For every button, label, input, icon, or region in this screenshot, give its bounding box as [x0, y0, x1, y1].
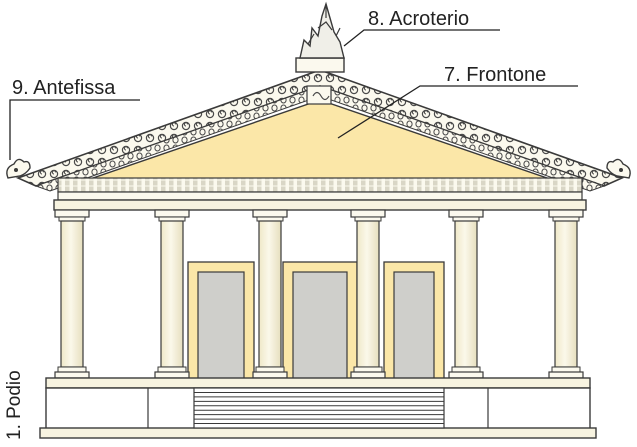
- acroterion-base: [295, 57, 345, 73]
- architrave-band: [53, 199, 587, 211]
- apex-ornament: [306, 85, 332, 105]
- antefix-right: [606, 158, 631, 179]
- door: [282, 261, 358, 381]
- column: [154, 209, 190, 379]
- column: [448, 209, 484, 379]
- frontone-leader: [337, 85, 578, 139]
- podium-top-slab: [45, 377, 591, 389]
- frieze-band: [57, 191, 583, 201]
- stair-block: [193, 387, 445, 429]
- acroterio-leader: [343, 29, 500, 47]
- apex-ornament-swirl: [312, 91, 330, 101]
- horizontal-cornice: [57, 177, 583, 193]
- stairs: [193, 387, 445, 429]
- door: [187, 261, 255, 381]
- podium: [39, 377, 597, 439]
- antefix-left: [6, 158, 31, 179]
- antefissa-leader: [9, 99, 140, 160]
- entablature: [53, 191, 587, 211]
- acroterion-figures: [299, 1, 345, 59]
- column: [54, 209, 90, 379]
- pediment: [15, 69, 625, 193]
- podium-base: [39, 427, 597, 439]
- label-podio: 1. Podio: [4, 370, 25, 440]
- label-frontone: 7. Frontone: [444, 64, 546, 86]
- column: [252, 209, 288, 379]
- label-antefissa: 9. Antefissa: [12, 77, 116, 99]
- column: [548, 209, 584, 379]
- acroterion-sculpture: [295, 1, 345, 73]
- column: [350, 209, 386, 379]
- colonnade: [54, 209, 584, 379]
- door: [383, 261, 445, 381]
- label-acroterio: 8. Acroterio: [368, 8, 469, 30]
- cella-doors: [187, 261, 445, 381]
- leader-lines: [9, 29, 578, 160]
